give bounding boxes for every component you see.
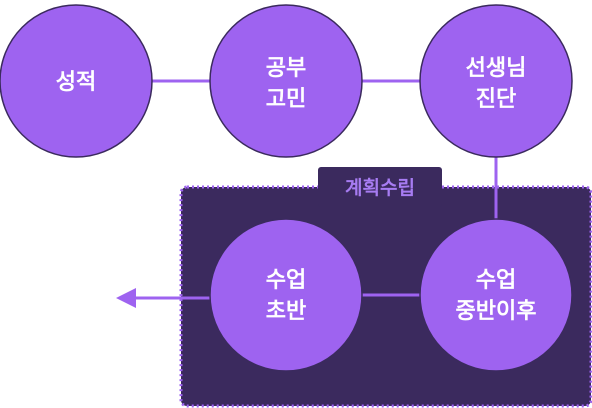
arrowhead-left-icon <box>116 288 136 308</box>
node-study-worry-line-1: 공부 <box>266 56 306 81</box>
node-teacher-diagnosis-line-1: 선생님 <box>466 56 527 81</box>
node-class-early-line-2: 초반 <box>266 299 306 324</box>
node-class-early-line-1: 수업 <box>266 268 306 293</box>
group-label-background <box>318 167 442 207</box>
node-class-mid-after-line-2: 중반이후 <box>456 299 537 324</box>
node-grades-label: 성적 <box>56 70 96 95</box>
group-label: 계획수립 <box>345 177 415 199</box>
node-class-early: 수업 초반 <box>209 218 363 372</box>
node-class-mid-after: 수업 중반이후 <box>419 218 573 372</box>
node-class-mid-after-line-1: 수업 <box>476 268 516 293</box>
node-grades: 성적 <box>0 4 153 158</box>
node-teacher-diagnosis-line-2: 진단 <box>476 87 516 112</box>
node-study-worry: 공부 고민 <box>209 4 363 158</box>
node-teacher-diagnosis: 선생님 진단 <box>419 4 573 158</box>
node-study-worry-line-2: 고민 <box>266 87 306 112</box>
